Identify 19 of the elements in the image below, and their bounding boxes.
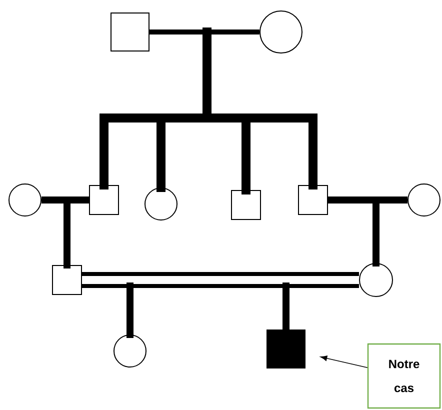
family-line xyxy=(42,196,89,268)
female-circle xyxy=(408,184,440,216)
male-square xyxy=(52,265,82,295)
male-square xyxy=(110,12,150,52)
family-line xyxy=(82,282,359,338)
family-line xyxy=(100,28,318,194)
male-square xyxy=(231,190,261,220)
female-circle xyxy=(144,188,178,220)
male-square xyxy=(298,185,328,215)
note-box: Notre cas xyxy=(367,343,441,409)
female-circle xyxy=(114,334,146,368)
female-circle xyxy=(260,10,302,54)
male-square xyxy=(89,185,119,215)
female-circle xyxy=(8,184,42,216)
arrow xyxy=(320,356,368,368)
affected-male-square xyxy=(266,330,306,368)
family-line xyxy=(328,196,408,266)
consanguinity-line xyxy=(82,272,359,276)
female-circle xyxy=(359,263,393,297)
